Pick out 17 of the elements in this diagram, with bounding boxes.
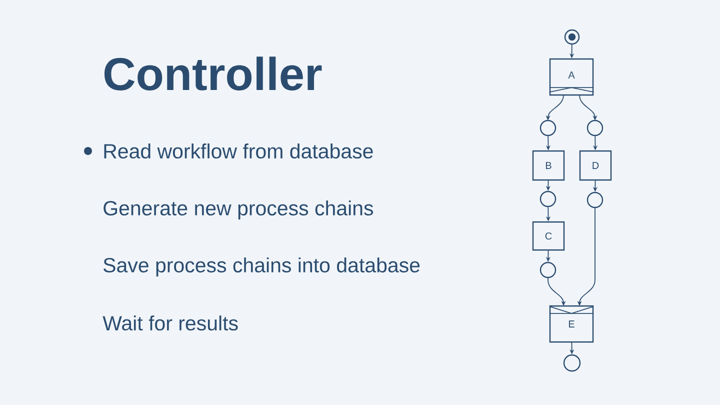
- place-circle: [586, 192, 604, 208]
- list-item: Save process chains into database: [104, 257, 420, 277]
- place-circle: [563, 354, 581, 372]
- place-circle: [540, 190, 556, 208]
- place-circle: [586, 120, 604, 136]
- place-circle: [540, 262, 556, 278]
- process-box: C: [532, 221, 565, 251]
- list-item: Generate new process chains: [104, 200, 373, 220]
- process-box: E: [548, 305, 594, 343]
- title: Controller: [104, 56, 322, 90]
- list-item: Wait for results: [102, 315, 238, 331]
- start-node: [564, 29, 580, 45]
- process-box: D: [579, 150, 612, 181]
- process-box: B: [532, 150, 565, 181]
- list-item: Read workflow from database: [104, 143, 373, 159]
- place-circle: [540, 120, 556, 136]
- process-box: A: [548, 58, 594, 96]
